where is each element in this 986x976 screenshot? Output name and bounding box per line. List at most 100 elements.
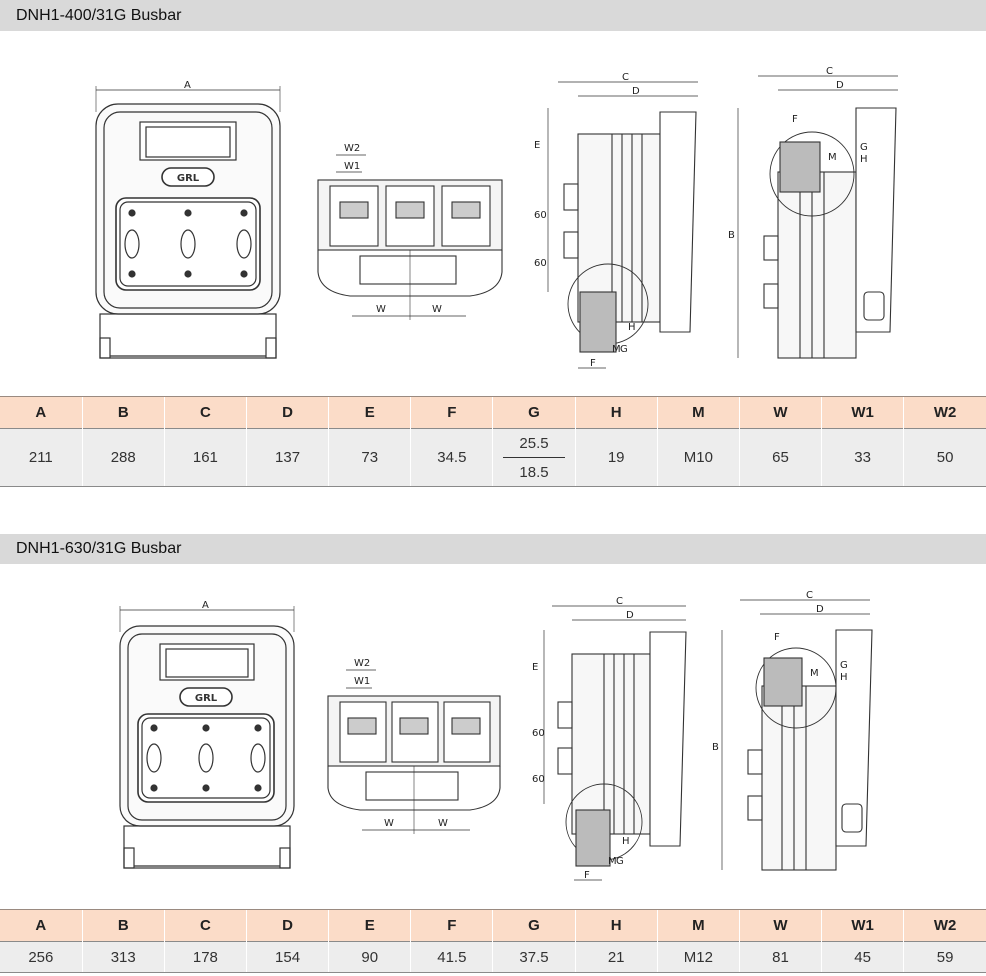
value-m: M10: [656, 428, 740, 487]
header-w2: W2: [903, 909, 986, 942]
dim-60-label-2: 60: [532, 774, 545, 785]
header-h: H: [574, 396, 658, 429]
table-header-row: A B C D E F G H M W W1 W2: [0, 909, 986, 942]
dimension-table: A B C D E F G H M W W1 W2 256 313 178 15…: [0, 909, 986, 973]
dim-60-label-1: 60: [532, 728, 545, 739]
header-d: D: [245, 396, 329, 429]
dim-f-label: F: [590, 358, 596, 369]
logo-text: GRL: [195, 693, 218, 704]
dim-d-label-b: D: [836, 80, 844, 91]
side-view-a: C D E 60 60 F H G M: [532, 596, 687, 881]
dim-g-label: G: [616, 856, 624, 867]
table-row: 211 288 161 137 73 34.5 25.5 18.5 19 M10…: [0, 428, 986, 487]
header-c: C: [163, 909, 247, 942]
dim-h-label-b: H: [840, 672, 848, 683]
dim-d-label: D: [632, 86, 640, 97]
logo-text: GRL: [177, 173, 200, 184]
value-e: 90: [328, 941, 411, 973]
dim-c-label: C: [616, 596, 623, 607]
front-view: A GRL: [95, 80, 281, 359]
value-d: 154: [245, 941, 329, 973]
header-g: G: [492, 909, 576, 942]
value-w1: 33: [821, 428, 904, 487]
value-c: 161: [163, 428, 247, 487]
value-w: 81: [738, 941, 822, 973]
dim-w-label-right: W: [432, 304, 442, 315]
dim-w1-label: W1: [344, 161, 360, 172]
dim-h-label: H: [622, 836, 630, 847]
header-a: A: [0, 909, 83, 942]
value-g-upper: 25.5: [503, 429, 565, 458]
section-title: DNH1-400/31G Busbar: [0, 0, 986, 31]
top-view: W2 W1 W W: [317, 143, 503, 320]
dim-m-label-b: M: [828, 152, 837, 163]
value-e: 73: [328, 428, 411, 487]
dim-g-label-b: G: [860, 142, 868, 153]
value-w: 65: [738, 428, 822, 487]
dim-g-label: G: [620, 344, 628, 355]
table-row: 256 313 178 154 90 41.5 37.5 21 M12 81 4…: [0, 941, 986, 973]
header-h: H: [574, 909, 658, 942]
value-h: 21: [574, 941, 658, 973]
side-view-a: C D E 60 60 F H G M: [534, 72, 698, 369]
dim-c-label-b: C: [826, 66, 833, 77]
dim-d-label-b: D: [816, 604, 824, 615]
header-w: W: [738, 909, 822, 942]
dim-e-label: E: [534, 140, 540, 151]
dim-e-label: E: [532, 662, 538, 673]
header-f: F: [410, 396, 493, 429]
value-g-lower: 18.5: [519, 463, 549, 481]
header-w: W: [738, 396, 822, 429]
value-m: M12: [656, 941, 740, 973]
header-m: M: [656, 396, 740, 429]
value-g: 25.5 18.5: [492, 428, 576, 487]
dim-c-label: C: [622, 72, 629, 83]
value-f: 41.5: [410, 941, 493, 973]
drawing-canvas: A GRL: [95, 66, 898, 369]
dim-w-label-left: W: [384, 818, 394, 829]
section-dnh1-630: DNH1-630/31G Busbar A GRL: [0, 534, 986, 976]
dim-c-label-b: C: [806, 590, 813, 601]
value-g-split: 25.5 18.5: [493, 429, 574, 486]
dim-b-label: B: [728, 230, 735, 241]
dim-w1-label: W1: [354, 676, 370, 687]
section-title: DNH1-630/31G Busbar: [0, 534, 986, 564]
dim-d-label: D: [626, 610, 634, 621]
dim-m-label-b: M: [810, 668, 819, 679]
dim-w2-label: W2: [354, 658, 370, 669]
header-b: B: [81, 909, 165, 942]
value-b: 313: [81, 941, 165, 973]
technical-drawings: A GRL: [0, 588, 986, 913]
dim-60-label-1: 60: [534, 210, 547, 221]
dim-m-label: M: [608, 856, 617, 867]
dim-w-label-left: W: [376, 304, 386, 315]
dim-a-label: A: [202, 600, 209, 611]
dim-w-label-right: W: [438, 818, 448, 829]
header-d: D: [245, 909, 329, 942]
dim-a-label: A: [184, 80, 191, 91]
value-a: 211: [0, 428, 83, 487]
dim-b-label: B: [712, 742, 719, 753]
header-g: G: [492, 396, 576, 429]
value-c: 178: [163, 941, 247, 973]
header-e: E: [328, 396, 411, 429]
value-w2: 59: [903, 941, 986, 973]
value-w1: 45: [821, 941, 904, 973]
dim-h-label-b: H: [860, 154, 868, 165]
header-b: B: [81, 396, 165, 429]
dim-f-label: F: [584, 870, 590, 881]
header-m: M: [656, 909, 740, 942]
dim-f-label-b: F: [774, 632, 780, 643]
value-h: 19: [574, 428, 658, 487]
dim-f-label-b: F: [792, 114, 798, 125]
dim-g-label-b: G: [840, 660, 848, 671]
dim-m-label: M: [612, 344, 621, 355]
dim-60-label-2: 60: [534, 258, 547, 269]
technical-drawings: A GRL: [0, 52, 986, 377]
header-f: F: [410, 909, 493, 942]
value-b: 288: [81, 428, 165, 487]
value-f: 34.5: [410, 428, 493, 487]
dimension-table: A B C D E F G H M W W1 W2 211 288 161 13…: [0, 396, 986, 487]
top-view: W2 W1 W W: [327, 658, 501, 834]
value-d: 137: [245, 428, 329, 487]
